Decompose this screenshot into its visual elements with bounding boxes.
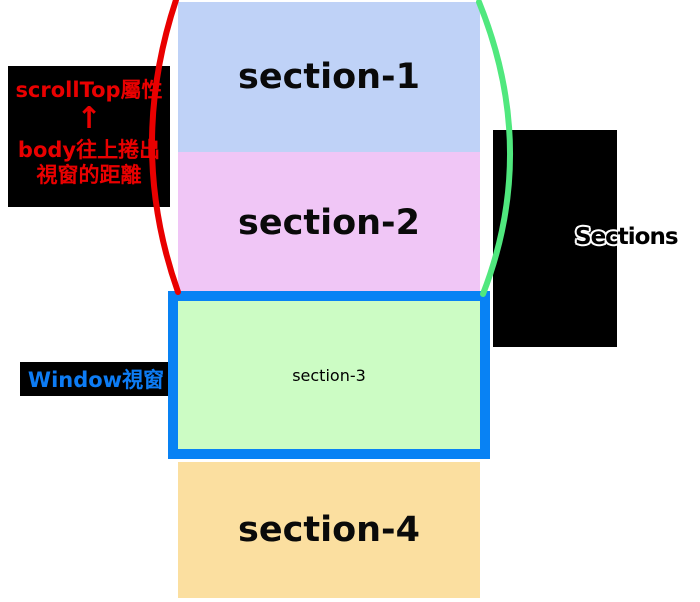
window-label-text: Window視窗	[27, 368, 165, 392]
section-3-label: section-3	[292, 365, 366, 385]
section-2-label: section-2	[238, 202, 420, 243]
section-2-block: section-2	[178, 152, 480, 293]
section-1-block: section-1	[178, 2, 480, 152]
window-viewport-frame: section-3	[168, 291, 490, 459]
section-4-block: section-4	[178, 462, 480, 598]
scrolltop-line1: body往上捲出	[17, 138, 161, 162]
scrolltop-annotation-box: scrollTop屬性 ↑ body往上捲出 視窗的距離	[8, 66, 170, 207]
sections-label-text: Sections	[575, 224, 679, 250]
sections-annotation-box: Sections	[493, 130, 679, 347]
section-1-label: section-1	[238, 57, 420, 97]
scrolltop-line2: 視窗的距離	[36, 163, 142, 187]
window-label-box: Window視窗	[20, 362, 172, 396]
scrolltop-title: scrollTop屬性	[15, 78, 163, 102]
up-arrow-icon: ↑	[76, 101, 102, 136]
section-4-label: section-4	[238, 510, 420, 550]
